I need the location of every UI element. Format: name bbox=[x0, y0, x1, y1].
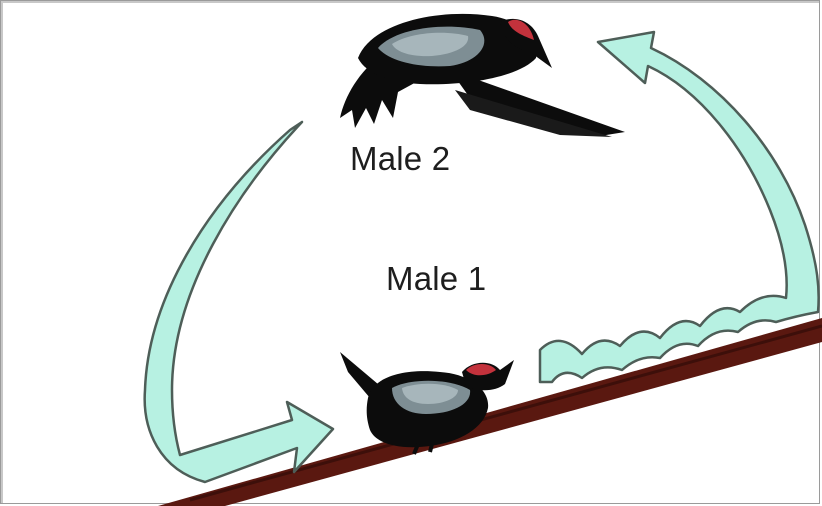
right-wavy-arrow bbox=[540, 32, 819, 382]
woodpecker-perched-icon bbox=[340, 352, 514, 454]
branch bbox=[158, 318, 822, 506]
left-curved-arrow bbox=[145, 122, 333, 482]
male-2-label: Male 2 bbox=[350, 140, 450, 178]
male-1-label: Male 1 bbox=[386, 260, 486, 298]
woodpecker-flying-icon bbox=[340, 14, 625, 137]
